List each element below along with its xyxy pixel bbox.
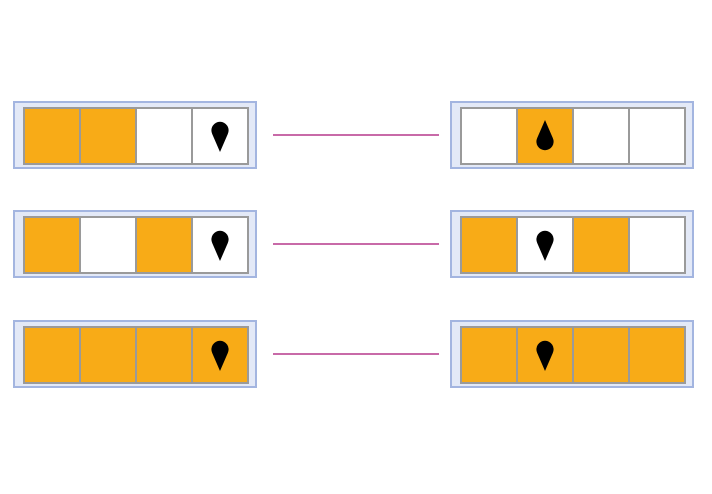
empty-cell xyxy=(574,109,630,163)
empty-cell xyxy=(81,218,137,272)
left-cell-strip xyxy=(23,326,249,384)
teardrop-marker-icon xyxy=(536,120,554,151)
filled-cell xyxy=(193,328,249,382)
filled-cell xyxy=(574,218,630,272)
filled-cell xyxy=(574,328,630,382)
right-panel-row-1 xyxy=(450,101,694,169)
filled-cell xyxy=(25,109,81,163)
filled-cell xyxy=(137,328,193,382)
left-cell-strip xyxy=(23,216,249,274)
connector-line xyxy=(273,353,439,355)
empty-cell xyxy=(137,109,193,163)
connector-line xyxy=(273,243,439,245)
filled-cell xyxy=(81,328,137,382)
connector-line xyxy=(273,134,439,136)
empty-cell xyxy=(193,109,249,163)
right-cell-strip xyxy=(460,216,686,274)
filled-cell xyxy=(81,109,137,163)
teardrop-marker-icon xyxy=(211,121,229,152)
empty-cell xyxy=(193,218,249,272)
left-cell-strip xyxy=(23,107,249,165)
right-panel-row-3 xyxy=(450,320,694,388)
right-cell-strip xyxy=(460,107,686,165)
filled-cell xyxy=(137,218,193,272)
filled-cell xyxy=(518,328,574,382)
empty-cell xyxy=(630,218,686,272)
teardrop-marker-icon xyxy=(536,230,554,261)
teardrop-marker-icon xyxy=(211,340,229,371)
filled-cell xyxy=(25,218,81,272)
teardrop-marker-icon xyxy=(536,340,554,371)
filled-cell xyxy=(25,328,81,382)
teardrop-marker-icon xyxy=(211,230,229,261)
filled-cell xyxy=(462,218,518,272)
empty-cell xyxy=(630,109,686,163)
left-panel-row-2 xyxy=(13,210,257,278)
filled-cell xyxy=(462,328,518,382)
filled-cell xyxy=(518,109,574,163)
empty-cell xyxy=(518,218,574,272)
empty-cell xyxy=(462,109,518,163)
right-cell-strip xyxy=(460,326,686,384)
filled-cell xyxy=(630,328,686,382)
left-panel-row-3 xyxy=(13,320,257,388)
right-panel-row-2 xyxy=(450,210,694,278)
left-panel-row-1 xyxy=(13,101,257,169)
